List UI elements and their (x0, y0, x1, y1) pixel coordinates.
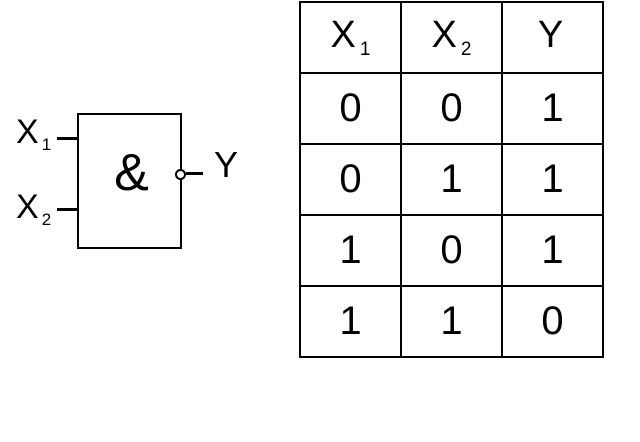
input-label-x2-text: X (16, 188, 39, 226)
cell-r4-y: 0 (501, 285, 604, 358)
cell-r4-x2: 1 (400, 285, 503, 358)
cell-r2-x1: 0 (299, 143, 402, 216)
header-cell-y: Y (501, 1, 604, 74)
header-x2-text: X (431, 14, 457, 56)
output-wire (186, 172, 203, 175)
input-wire-x2 (57, 208, 79, 211)
inversion-bubble-icon (175, 169, 186, 180)
cell-r1-x1: 0 (299, 72, 402, 145)
header-x2-subscript: 2 (460, 39, 472, 60)
input-wire-x1 (57, 137, 79, 140)
cell-r4-x1: 1 (299, 285, 402, 358)
input-label-x1-text: X (16, 113, 39, 151)
input-label-x2-subscript: 2 (41, 210, 52, 229)
input-label-x1-subscript: 1 (41, 135, 52, 154)
and-gate-body: & (77, 113, 182, 249)
table-row: 1 0 1 (299, 214, 604, 287)
cell-r1-x2: 0 (400, 72, 503, 145)
table-row: 1 1 0 (299, 285, 604, 358)
cell-r2-x2: 1 (400, 143, 503, 216)
truth-table-body: 0 0 1 0 1 1 1 0 1 1 1 0 (299, 72, 604, 358)
output-label-y: Y (214, 144, 239, 185)
header-x1-text: X (330, 14, 356, 56)
header-y-text: Y (537, 14, 564, 56)
and-symbol: & (114, 144, 149, 202)
cell-r2-y: 1 (501, 143, 604, 216)
header-x1-subscript: 1 (359, 39, 371, 60)
table-row: 0 1 1 (299, 143, 604, 216)
cell-r3-y: 1 (501, 214, 604, 287)
cell-r3-x1: 1 (299, 214, 402, 287)
cell-r1-y: 1 (501, 72, 604, 145)
table-row: 0 0 1 (299, 72, 604, 145)
cell-r3-x2: 0 (400, 214, 503, 287)
